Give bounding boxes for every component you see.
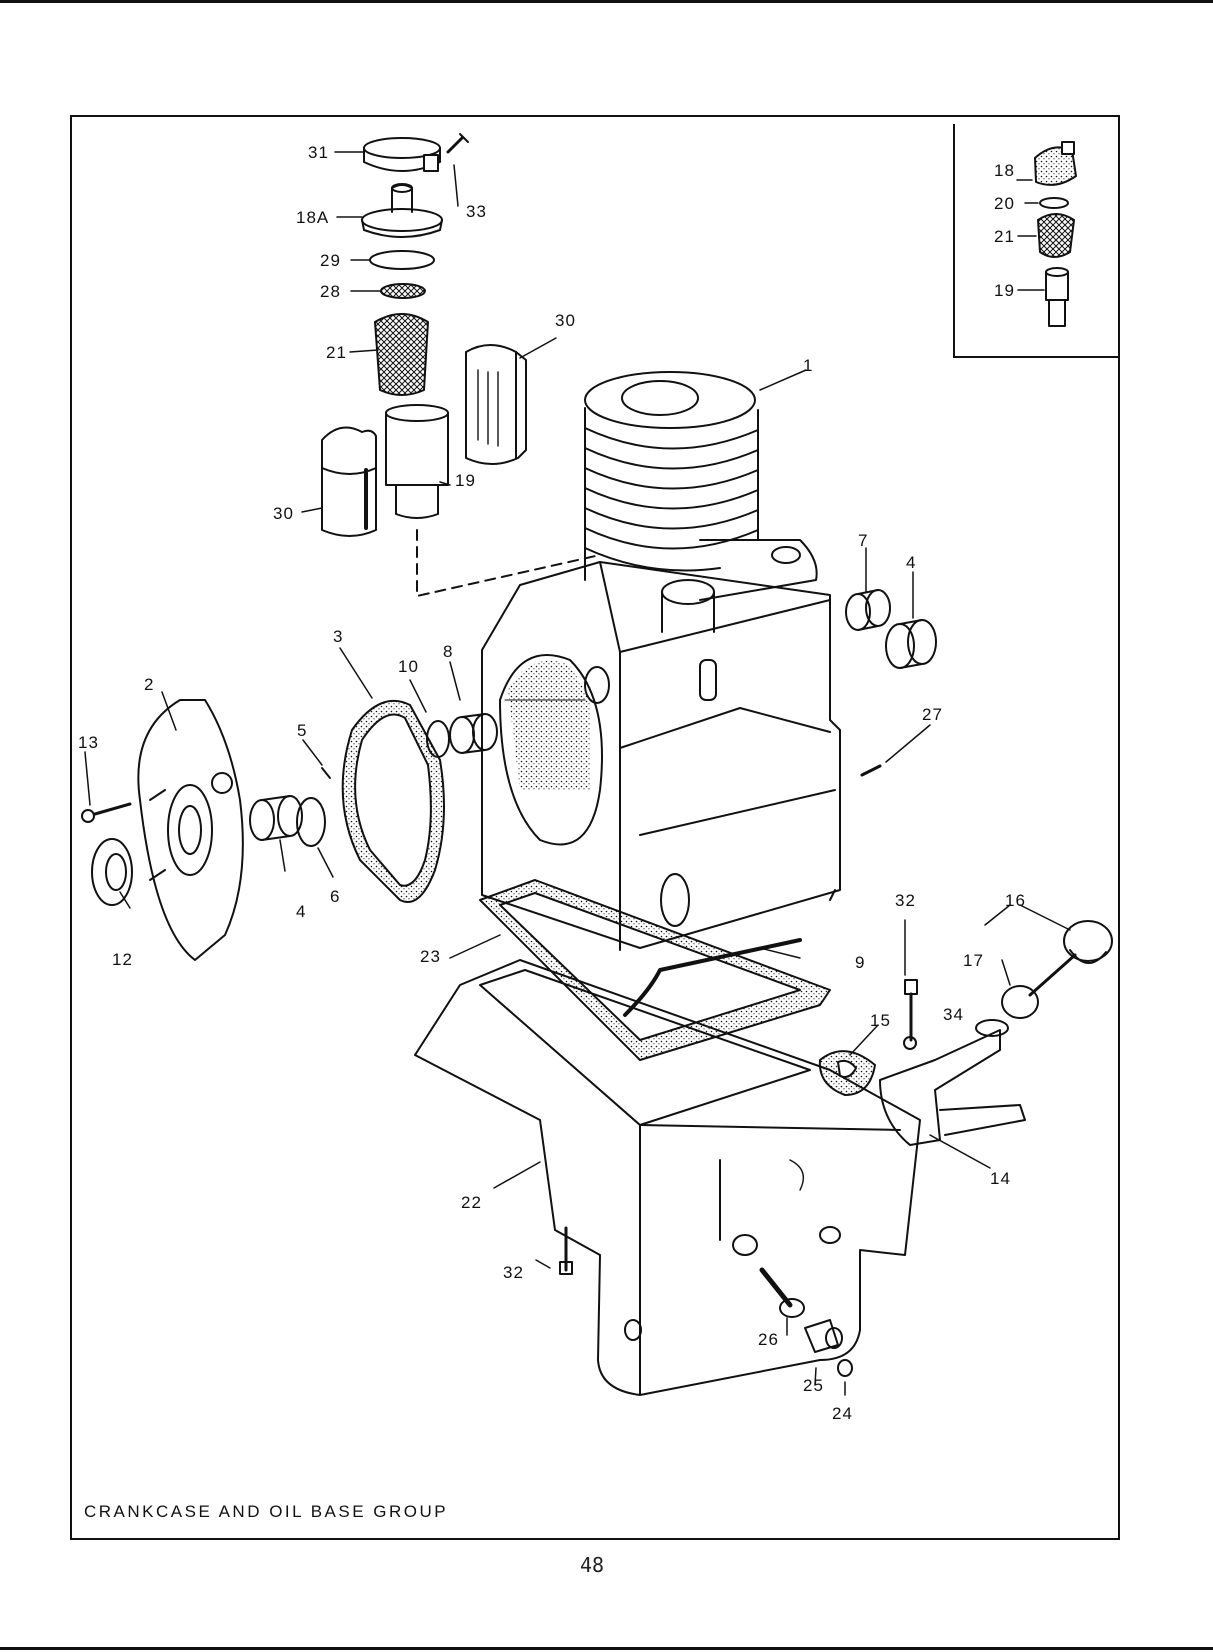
gasket-part-23: [480, 880, 830, 1060]
diagram-caption: CRANKCASE AND OIL BASE GROUP: [84, 1502, 448, 1522]
inset-element-part-21: [1038, 214, 1074, 257]
ring-part-10: [427, 721, 449, 757]
callout-15: 15: [870, 1011, 891, 1030]
callout-22: 22: [461, 1193, 482, 1212]
shroud-part-30-left: [322, 428, 376, 537]
callout-30-right: 30: [555, 311, 576, 330]
cup-part-19: [386, 405, 448, 518]
cylinder-part-1: [585, 372, 817, 632]
seal-part-12: [92, 839, 132, 905]
filler-tube-part-14: [880, 1020, 1025, 1145]
callout-8: 8: [443, 642, 453, 661]
callout-21: 21: [326, 343, 347, 362]
fitting-part-26: [762, 1270, 804, 1317]
inset-washer-part-20: [1040, 198, 1068, 208]
callout-5: 5: [297, 721, 307, 740]
callout-29: 29: [320, 251, 341, 270]
callout-3: 3: [333, 627, 343, 646]
gasket-part-15: [820, 1051, 875, 1095]
plug-part-24: [838, 1360, 852, 1376]
bolt-part-13: [82, 804, 130, 822]
screw-part-33: [448, 134, 468, 152]
callout-10: 10: [398, 657, 419, 676]
callout-7: 7: [858, 531, 868, 550]
inset-cup-part-19: [1046, 268, 1068, 326]
inset-callout-21: 21: [994, 227, 1015, 246]
bearing-part-4-right: [886, 620, 936, 668]
callout-33: 33: [466, 202, 487, 221]
bushing-part-8: [450, 714, 497, 753]
callout-17: 17: [963, 951, 984, 970]
callout-16: 16: [1005, 891, 1026, 910]
inset-cap-part-18: [1035, 142, 1076, 185]
callout-2: 2: [144, 675, 154, 694]
inset-callout-19: 19: [994, 281, 1015, 300]
callout-24: 24: [832, 1404, 853, 1423]
callout-6: 6: [330, 887, 340, 906]
callout-34: 34: [943, 1005, 964, 1024]
callout-4-right: 4: [906, 553, 916, 572]
callout-32-upper: 32: [895, 891, 916, 910]
cover-part-18a: [362, 184, 442, 237]
element-part-21: [375, 314, 428, 395]
callout-12: 12: [112, 950, 133, 969]
page-number: 48: [580, 1553, 604, 1577]
callout-14: 14: [990, 1169, 1011, 1188]
callout-31: 31: [308, 143, 329, 162]
callout-18a: 18A: [296, 208, 329, 227]
bearing-plate-part-2: [138, 700, 243, 960]
oil-base-part-22: [415, 960, 920, 1395]
callout-32-lower: 32: [503, 1263, 524, 1282]
callout-13: 13: [78, 733, 99, 752]
callout-19: 19: [455, 471, 476, 490]
ring-part-29: [370, 251, 434, 269]
callout-1: 1: [803, 356, 813, 375]
callout-28: 28: [320, 282, 341, 301]
inset-callout-20: 20: [994, 194, 1015, 213]
callout-30-left: 30: [273, 504, 294, 523]
dashed-guide-line: [417, 530, 600, 596]
fitting-part-25: [805, 1320, 842, 1352]
callout-25: 25: [803, 1376, 824, 1395]
shroud-part-30-right: [466, 345, 526, 464]
pin-part-5: [322, 768, 330, 778]
callout-23: 23: [420, 947, 441, 966]
callout-9: 9: [855, 953, 865, 972]
callout-4-left: 4: [296, 902, 306, 921]
inset-callout-18: 18: [994, 161, 1015, 180]
bushing-part-7: [846, 590, 890, 630]
callout-26: 26: [758, 1330, 779, 1349]
bottom-page-rule: [0, 1647, 1213, 1650]
screen-part-28: [381, 284, 425, 298]
bolt-part-32-upper: [905, 980, 917, 1040]
pin-part-27: [862, 766, 880, 775]
bearing-part-4-left: [250, 796, 302, 840]
callout-27: 27: [922, 705, 943, 724]
gauge-part-17: [1002, 955, 1075, 1018]
band-clamp-part-31: [364, 138, 440, 171]
